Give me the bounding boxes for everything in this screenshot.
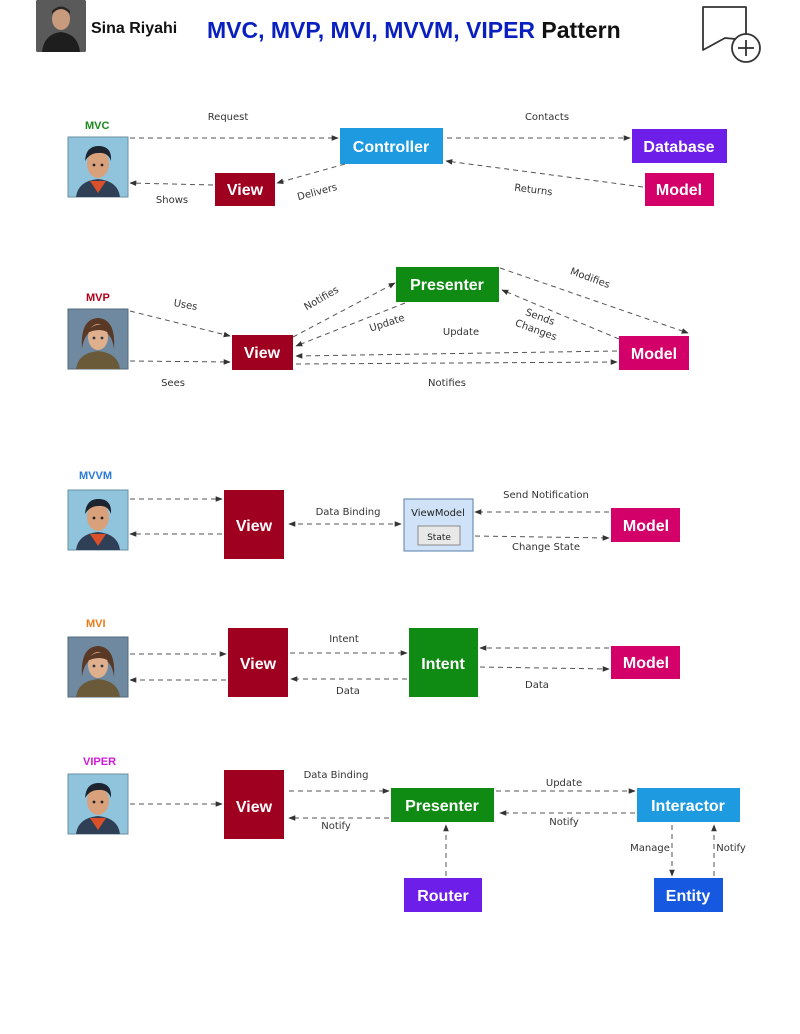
mvvm-change-state-label: Change State <box>512 542 580 553</box>
mvvm-title: MVVM <box>79 470 112 482</box>
mvc-model-box <box>645 173 714 206</box>
mvvm-user-avatar <box>67 489 129 551</box>
mvc-shows-label: Shows <box>156 195 188 206</box>
viper-title: VIPER <box>83 756 116 768</box>
mvp-uses-label: Uses <box>173 298 198 313</box>
mvi-intent-arrow-label: Intent <box>329 634 359 645</box>
mvc-controller-label: Controller <box>353 139 429 156</box>
mvvm-state-box <box>417 525 461 546</box>
viper-data-binding-label: Data Binding <box>304 770 369 781</box>
viper-notify-label: Notify <box>321 821 351 832</box>
viper-notify2-label: Notify <box>549 817 579 828</box>
viper-router-label: Router <box>417 888 469 905</box>
mvc-section: MVC Controller Database View Model Reque… <box>67 112 727 206</box>
mvp-view-label: View <box>244 345 281 362</box>
mvp-view-box <box>232 335 293 370</box>
mvvm-send-notification-label: Send Notification <box>503 490 589 501</box>
mvc-contacts-label: Contacts <box>525 112 569 123</box>
viper-user-avatar <box>67 773 129 835</box>
mvi-model-label: Model <box>623 655 669 672</box>
page-title: MVC, MVP, MVI, MVVM, VIPER Pattern <box>207 17 621 43</box>
mvp-model-label: Model <box>631 346 677 363</box>
viper-view-box <box>224 770 284 839</box>
mvvm-state-label: State <box>427 533 451 543</box>
mvp-sees-label: Sees <box>161 378 185 389</box>
mvp-section: MVP Presenter View Model Uses Sees Notif… <box>67 266 689 389</box>
viper-notify3-label: Notify <box>716 843 746 854</box>
viper-entity-label: Entity <box>666 888 711 905</box>
mvp-update-label: Update <box>368 313 406 335</box>
mvi-intent-box <box>409 628 478 697</box>
mvvm-section: MVVM View ViewModel State Model Data Bin… <box>67 470 680 559</box>
mvi-user-avatar <box>67 636 129 698</box>
mvp-presenter-box <box>396 267 499 302</box>
save-bookmark-icon[interactable] <box>702 6 761 63</box>
mvi-model-box <box>611 646 680 679</box>
mvvm-model-box <box>611 508 680 542</box>
page-title-patterns: MVC, MVP, MVI, MVVM, VIPER <box>207 17 535 43</box>
mvi-title: MVI <box>86 618 106 630</box>
viper-manage-label: Manage <box>630 843 670 854</box>
viper-presenter-label: Presenter <box>405 798 479 815</box>
mvc-user-avatar <box>67 136 129 198</box>
mvp-modifies-label: Modifies <box>568 266 611 291</box>
mvp-notifies2-label: Notifies <box>428 378 466 389</box>
viper-section: VIPER View Presenter Interactor Router E… <box>67 756 746 912</box>
mvc-model-label: Model <box>656 182 702 199</box>
mvp-update2-label: Update <box>443 327 479 338</box>
mvvm-view-box <box>224 490 284 559</box>
mvc-request-label: Request <box>208 112 249 123</box>
mvi-view-label: View <box>240 656 277 673</box>
mvvm-model-label: Model <box>623 518 669 535</box>
viper-interactor-label: Interactor <box>651 798 725 815</box>
viper-view-label: View <box>236 799 273 816</box>
mvc-database-label: Database <box>643 139 714 156</box>
mvc-delivers-label: Delivers <box>296 182 338 203</box>
viper-update-label: Update <box>546 778 582 789</box>
viper-router-box <box>404 878 482 912</box>
mvc-database-box <box>632 129 727 163</box>
mvp-model-box <box>619 336 689 370</box>
mvvm-data-binding-label: Data Binding <box>316 507 381 518</box>
mvi-intent-label: Intent <box>421 656 465 673</box>
mvp-presenter-label: Presenter <box>410 277 484 294</box>
mvvm-viewmodel-label: ViewModel <box>411 508 465 519</box>
mvc-title: MVC <box>85 120 110 132</box>
viper-presenter-box <box>391 788 494 822</box>
author-avatar <box>36 0 86 52</box>
mvp-notifies-label: Notifies <box>303 285 341 314</box>
mvc-view-label: View <box>227 182 264 199</box>
mvi-data2-label: Data <box>525 680 549 691</box>
mvvm-view-label: View <box>236 518 273 535</box>
mvp-title: MVP <box>86 292 110 304</box>
page-title-suffix: Pattern <box>535 17 621 43</box>
mvc-controller-box <box>340 128 443 164</box>
viper-entity-box <box>654 878 723 912</box>
viper-interactor-box <box>637 788 740 822</box>
mvi-section: MVI View Intent Model Intent Data Data <box>67 618 680 698</box>
mvp-user-avatar <box>67 308 129 370</box>
mvc-returns-label: Returns <box>514 183 553 199</box>
author-name: Sina Riyahi <box>91 20 177 37</box>
mvi-view-box <box>228 628 288 697</box>
mvi-data-label: Data <box>336 686 360 697</box>
mvvm-viewmodel-box <box>403 498 474 552</box>
mvc-view-box <box>215 173 275 206</box>
